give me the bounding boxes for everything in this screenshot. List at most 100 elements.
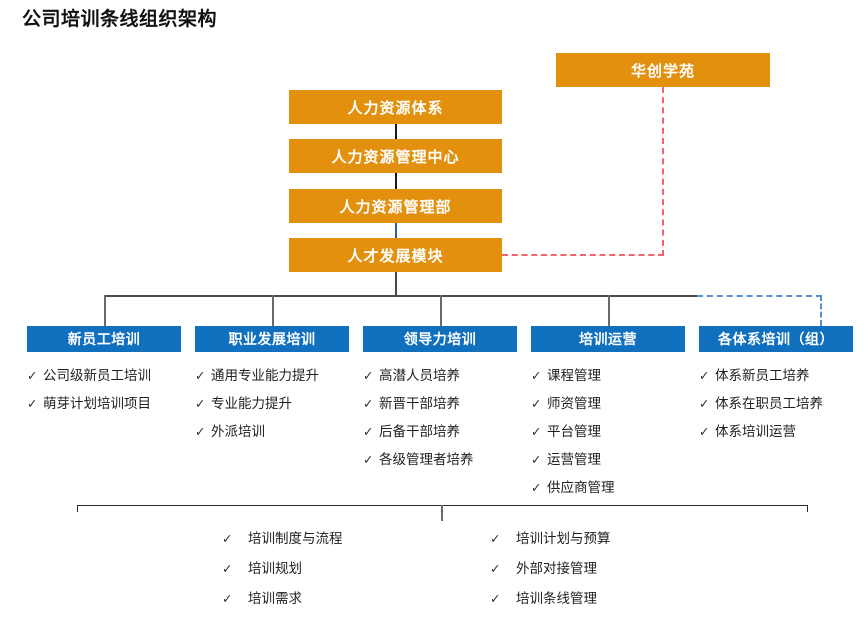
list-item: ✓培训规划: [222, 554, 343, 584]
list-item: ✓ 外派培训: [195, 418, 349, 446]
org-box-hr-system[interactable]: 人力资源体系: [289, 90, 502, 124]
list-item-label: 师资管理: [547, 396, 601, 412]
list-item: ✓ 通用专业能力提升: [195, 362, 349, 390]
tree-bus-dashed: [697, 295, 822, 297]
column-list-1: ✓ 公司级新员工培训 ✓萌芽计划培训项目: [27, 352, 181, 418]
list-item-label: 专业能力提升: [211, 396, 292, 412]
list-item: ✓ 体系培训运营: [699, 418, 853, 446]
check-icon: ✓: [531, 480, 542, 495]
column-list-5: ✓ 体系新员工培养 ✓ 体系在职员工培养 ✓ 体系培训运营: [699, 352, 853, 446]
list-item-label: 供应商管理: [547, 480, 615, 496]
check-icon: ✓: [490, 591, 501, 606]
tree-bus-solid: [104, 295, 698, 297]
check-icon: ✓: [195, 368, 206, 383]
list-item: ✓ 后备干部培养: [363, 418, 517, 446]
column-header-3[interactable]: 领导力培训: [363, 326, 517, 352]
check-icon: ✓: [699, 396, 710, 411]
org-box-huachuang-academy[interactable]: 华创学苑: [556, 53, 770, 87]
org-box-hr-management-center[interactable]: 人力资源管理中心: [289, 139, 502, 173]
check-icon: ✓: [222, 591, 233, 606]
column-list-2: ✓ 通用专业能力提升 ✓ 专业能力提升 ✓ 外派培训: [195, 352, 349, 446]
list-item-label: 新晋干部培养: [379, 396, 460, 412]
tree-drop-column-5-dashed: [820, 295, 822, 326]
list-item-label: 外派培训: [211, 424, 265, 440]
connector-hr2-hr3: [395, 173, 397, 189]
column-header-1[interactable]: 新员工培训: [27, 326, 181, 352]
column-leadership-training: 领导力培训 ✓ 高潜人员培养 ✓新晋干部培养 ✓ 后备干部培养 ✓ 各级管理者培养: [363, 326, 517, 474]
column-list-3: ✓ 高潜人员培养 ✓新晋干部培养 ✓ 后备干部培养 ✓ 各级管理者培养: [363, 352, 517, 474]
column-training-operations: 培训运营 ✓课程管理 ✓师资管理 ✓平台管理 ✓运营管理 ✓供应商管理: [531, 326, 685, 502]
bottom-list-right: ✓ 培训计划与预算 ✓ 外部对接管理 ✓培训条线管理: [490, 524, 611, 614]
check-icon: ✓: [531, 452, 542, 467]
column-new-employee-training: 新员工培训 ✓ 公司级新员工培训 ✓萌芽计划培训项目: [27, 326, 181, 418]
tree-drop-column-4: [608, 295, 610, 326]
list-item: ✓师资管理: [531, 390, 685, 418]
connector-hr3-hr4: [395, 223, 397, 238]
column-career-development-training: 职业发展培训 ✓ 通用专业能力提升 ✓ 专业能力提升 ✓ 外派培训: [195, 326, 349, 446]
check-icon: ✓: [699, 424, 710, 439]
check-icon: ✓: [363, 424, 374, 439]
list-item: ✓ 课程管理: [531, 362, 685, 390]
column-system-training-group: 各体系培训（组） ✓ 体系新员工培养 ✓ 体系在职员工培养 ✓ 体系培训运营: [699, 326, 853, 446]
list-item-label: 培训制度与流程: [248, 531, 343, 547]
bottom-list-left: ✓ 培训制度与流程 ✓培训规划 ✓ 培训需求: [222, 524, 343, 614]
connector-hr1-hr2: [395, 124, 397, 139]
list-item: ✓萌芽计划培训项目: [27, 390, 181, 418]
list-item-label: 高潜人员培养: [379, 368, 460, 384]
check-icon: ✓: [531, 424, 542, 439]
list-item-label: 萌芽计划培训项目: [43, 396, 151, 412]
column-header-5[interactable]: 各体系培训（组）: [699, 326, 853, 352]
bottom-bracket-tick-right: [807, 505, 808, 512]
check-icon: ✓: [195, 424, 206, 439]
check-icon: ✓: [363, 368, 374, 383]
list-item-label: 培训需求: [248, 591, 302, 607]
bottom-bracket-tick-left: [77, 505, 78, 512]
check-icon: ✓: [531, 368, 542, 383]
list-item: ✓ 培训需求: [222, 584, 343, 614]
list-item: ✓ 体系在职员工培养: [699, 390, 853, 418]
tree-drop-column-3: [440, 295, 442, 326]
list-item-label: 外部对接管理: [516, 561, 597, 577]
tree-drop-column-1: [104, 295, 106, 326]
list-item: ✓ 外部对接管理: [490, 554, 611, 584]
list-item-label: 后备干部培养: [379, 424, 460, 440]
list-item-label: 课程管理: [547, 368, 601, 384]
check-icon: ✓: [363, 452, 374, 467]
list-item: ✓ 专业能力提升: [195, 390, 349, 418]
list-item: ✓ 公司级新员工培训: [27, 362, 181, 390]
list-item-label: 公司级新员工培训: [43, 368, 151, 384]
bottom-bracket-stem: [441, 505, 443, 521]
list-item-label: 通用专业能力提升: [211, 368, 319, 384]
list-item-label: 培训规划: [248, 561, 302, 577]
list-item: ✓ 高潜人员培养: [363, 362, 517, 390]
list-item: ✓运营管理: [531, 446, 685, 474]
list-item: ✓ 体系新员工培养: [699, 362, 853, 390]
list-item: ✓新晋干部培养: [363, 390, 517, 418]
column-header-2[interactable]: 职业发展培训: [195, 326, 349, 352]
check-icon: ✓: [490, 531, 501, 546]
dashed-connector-academy-horizontal: [502, 254, 664, 256]
dashed-connector-academy-vertical: [662, 87, 664, 256]
list-item: ✓ 供应商管理: [531, 474, 685, 502]
column-header-4[interactable]: 培训运营: [531, 326, 685, 352]
check-icon: ✓: [222, 531, 233, 546]
check-icon: ✓: [27, 368, 38, 383]
check-icon: ✓: [699, 368, 710, 383]
check-icon: ✓: [195, 396, 206, 411]
list-item: ✓ 培训计划与预算: [490, 524, 611, 554]
list-item-label: 体系培训运营: [715, 424, 796, 440]
list-item: ✓ 平台管理: [531, 418, 685, 446]
list-item: ✓培训条线管理: [490, 584, 611, 614]
list-item-label: 体系新员工培养: [715, 368, 810, 384]
list-item-label: 各级管理者培养: [379, 452, 474, 468]
list-item-label: 培训计划与预算: [516, 531, 611, 547]
org-box-talent-development-module[interactable]: 人才发展模块: [289, 238, 502, 272]
tree-stem: [395, 272, 397, 296]
check-icon: ✓: [490, 561, 501, 576]
list-item: ✓ 培训制度与流程: [222, 524, 343, 554]
page-title: 公司培训条线组织架构: [22, 8, 218, 30]
list-item-label: 平台管理: [547, 424, 601, 440]
list-item-label: 体系在职员工培养: [715, 396, 823, 412]
org-box-hr-management-dept[interactable]: 人力资源管理部: [289, 189, 502, 223]
